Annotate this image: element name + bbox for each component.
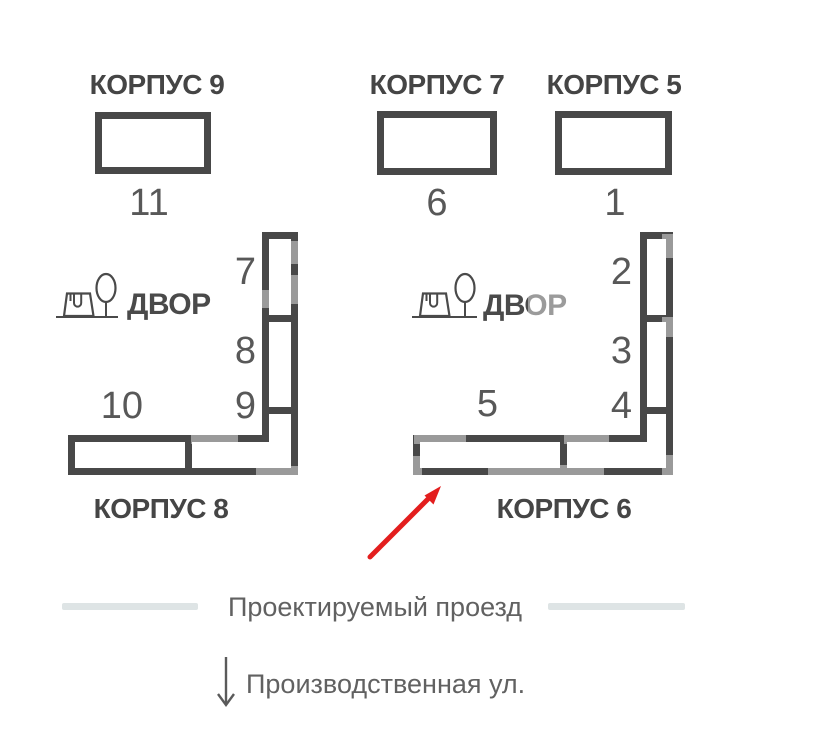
- k6-bar-divider: [560, 435, 567, 475]
- k6-column-left-edge: [640, 232, 647, 442]
- k8-divider-8-9: [262, 407, 298, 414]
- building-shape-korpus-7[interactable]: [377, 111, 497, 175]
- yard-label-left: ДВОР: [127, 288, 211, 321]
- building-title-korpus-9: КОРПУС 9: [89, 69, 225, 100]
- sandbox-icon: [62, 292, 95, 318]
- arrow-shaft: [367, 496, 431, 560]
- yard-icons-right: [412, 272, 477, 318]
- unit-number-10: 10: [100, 385, 143, 427]
- k6-bar-left-edge: [413, 435, 420, 475]
- unit-number-9: 9: [234, 385, 256, 427]
- road-line-right: [548, 603, 685, 610]
- building-title-korpus-5: КОРПУС 5: [546, 69, 682, 100]
- arrow-head: [424, 486, 441, 505]
- unit-number-7: 7: [234, 251, 256, 293]
- yard-icons-left: [56, 272, 118, 318]
- building-shape-korpus-9[interactable]: [95, 112, 211, 174]
- yard-label-right: ДВОР: [483, 289, 567, 322]
- k6-bar-top-edge: [413, 435, 647, 442]
- unit-number-5: 5: [476, 383, 498, 425]
- k6-bar-bottom-edge: [413, 468, 673, 475]
- unit-number-2: 2: [610, 251, 632, 293]
- k6-column-top-edge: [640, 232, 673, 239]
- bucket-icon: [429, 294, 439, 308]
- building-shape-korpus-5[interactable]: [555, 111, 672, 175]
- k8-column-top-edge: [262, 232, 298, 239]
- k6-column-right-edge: [666, 232, 673, 475]
- building-title-korpus-6: КОРПУС 6: [496, 493, 632, 524]
- k8-column-right-edge: [291, 232, 298, 475]
- building-title-korpus-7: КОРПУС 7: [369, 69, 505, 100]
- sandbox-icon: [418, 292, 451, 318]
- k6-divider-3-4: [640, 407, 673, 414]
- k8-bar-divider: [185, 435, 192, 475]
- bucket-icon: [73, 294, 83, 308]
- unit-number-1: 1: [604, 182, 626, 224]
- unit-number-6: 6: [426, 182, 448, 224]
- projected-road-label: Проектируемый проезд: [227, 592, 523, 622]
- k8-bar-top-edge: [68, 435, 269, 442]
- tree-icon: [454, 272, 476, 304]
- street-label: Производственная ул.: [246, 669, 526, 699]
- red-pointer-arrow-icon: [367, 486, 441, 560]
- k8-column-left-edge: [262, 232, 269, 442]
- unit-number-8: 8: [234, 330, 256, 372]
- tree-icon: [95, 272, 117, 304]
- unit-number-4: 4: [610, 385, 632, 427]
- building-title-korpus-8: КОРПУС 8: [93, 493, 229, 524]
- down-arrow-icon: [217, 657, 235, 708]
- road-line-left: [62, 603, 198, 610]
- k8-bar-left-edge: [68, 435, 75, 475]
- k8-bar-bottom-edge: [68, 468, 298, 475]
- k6-divider-2-3: [640, 315, 673, 322]
- k8-divider-7-8: [262, 315, 298, 322]
- unit-number-3: 3: [610, 330, 632, 372]
- unit-number-11: 11: [129, 182, 169, 224]
